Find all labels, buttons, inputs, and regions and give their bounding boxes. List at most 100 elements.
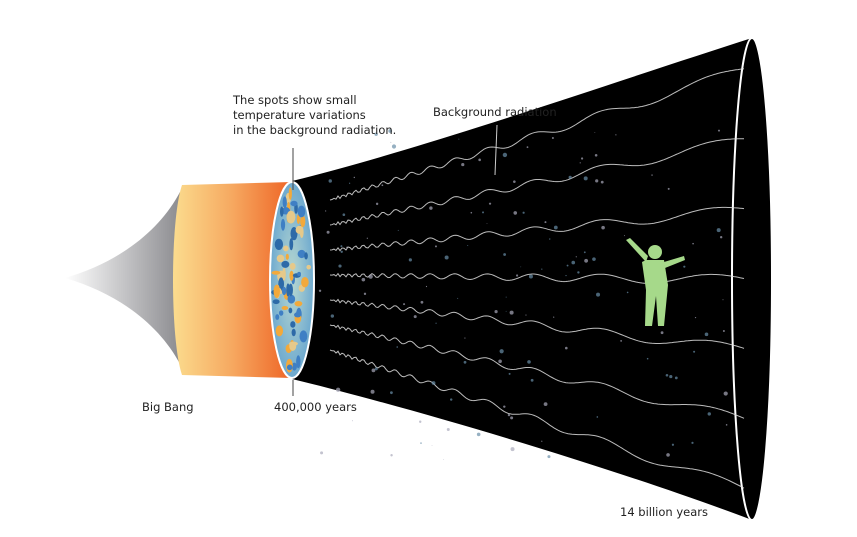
galaxy [499, 349, 504, 354]
galaxy [568, 175, 572, 179]
galaxy [580, 157, 584, 160]
galaxy [470, 211, 473, 214]
galaxy [566, 264, 569, 267]
galaxy [667, 187, 670, 190]
temperature-spot [281, 305, 289, 310]
galaxy [707, 412, 711, 416]
galaxy [683, 265, 686, 268]
early-universe-cylinder [173, 182, 292, 378]
galaxy [547, 455, 551, 459]
galaxy [526, 146, 529, 149]
14-billion-years-label: 14 billion years [620, 505, 708, 519]
galaxy [601, 225, 605, 230]
temperature-spot [296, 355, 301, 369]
galaxy [520, 266, 522, 268]
galaxy [571, 260, 576, 265]
temperature-spot [278, 310, 284, 316]
temperature-spot [291, 362, 297, 371]
galaxy [457, 297, 459, 299]
galaxy [595, 179, 599, 183]
galaxy [505, 310, 507, 312]
radiation-pointer-line [494, 124, 498, 176]
galaxy [674, 376, 678, 380]
temperature-spot [283, 245, 289, 252]
galaxy [505, 296, 507, 298]
galaxy [391, 144, 397, 149]
temperature-spot [281, 260, 290, 268]
galaxy [346, 246, 348, 249]
big-bang-label: Big Bang [142, 400, 194, 414]
temperature-spot [273, 284, 280, 298]
galaxy [723, 391, 728, 396]
galaxy [507, 413, 511, 417]
galaxy [620, 340, 623, 342]
temperature-spot [299, 330, 308, 343]
galaxy [522, 211, 525, 214]
galaxy [467, 245, 469, 247]
galaxy [600, 180, 604, 184]
background-radiation-label: Background radiation [433, 105, 557, 119]
galaxy [502, 152, 508, 158]
temperature-spot [290, 200, 298, 207]
temperature-spot [288, 187, 292, 200]
galaxy [446, 428, 450, 432]
radiation-wave [329, 298, 745, 349]
galaxy [476, 432, 481, 437]
galaxy [669, 374, 673, 379]
galaxy [351, 420, 353, 422]
galaxy [431, 381, 436, 385]
galaxy [374, 367, 378, 371]
galaxy [363, 292, 367, 296]
galaxy [420, 442, 422, 444]
galaxy [325, 210, 327, 212]
radiation-wave [329, 68, 745, 201]
galaxy [419, 420, 422, 423]
galaxy [530, 378, 534, 382]
galaxy [338, 264, 342, 268]
temperature-spot [275, 325, 284, 337]
temperature-spot [286, 210, 296, 224]
galaxy [390, 454, 393, 457]
temperature-spot [289, 262, 296, 270]
galaxy [666, 453, 670, 457]
galaxy [722, 299, 724, 301]
temperature-spot [276, 254, 285, 263]
temperature-spot [301, 276, 309, 288]
temperature-spot [278, 277, 285, 291]
spots-caption: The spots show small temperature variati… [233, 93, 396, 138]
temperature-spot [299, 226, 304, 239]
galaxy [429, 206, 433, 210]
galaxy [482, 211, 485, 214]
galaxy [623, 235, 625, 237]
temperature-spot [300, 215, 306, 228]
galaxy [444, 255, 449, 260]
galaxy [434, 245, 437, 248]
galaxy [651, 174, 653, 176]
temperature-spot [287, 294, 296, 304]
galaxy [486, 223, 488, 225]
galaxy [353, 176, 356, 179]
galaxy [330, 314, 335, 318]
galaxies [318, 129, 728, 460]
big-bang-cone [65, 192, 180, 364]
temperature-spot [281, 286, 287, 296]
temperature-spot [296, 214, 301, 225]
galaxy [543, 402, 548, 407]
galaxy [388, 129, 393, 133]
temperature-spot [288, 283, 293, 297]
temperature-spot [279, 206, 284, 217]
spots-caption-line3: in the background radiation. [233, 123, 397, 137]
temperature-spot [289, 238, 294, 251]
galaxy [342, 213, 346, 217]
galaxy [464, 337, 466, 339]
galaxy [716, 228, 721, 233]
galaxy [361, 277, 366, 282]
galaxy [592, 257, 596, 261]
galaxy [646, 357, 649, 360]
galaxy [443, 459, 445, 460]
temperature-spot [294, 312, 302, 318]
galaxy [340, 245, 343, 248]
temperature-spot [275, 314, 280, 320]
galaxy [375, 202, 379, 206]
